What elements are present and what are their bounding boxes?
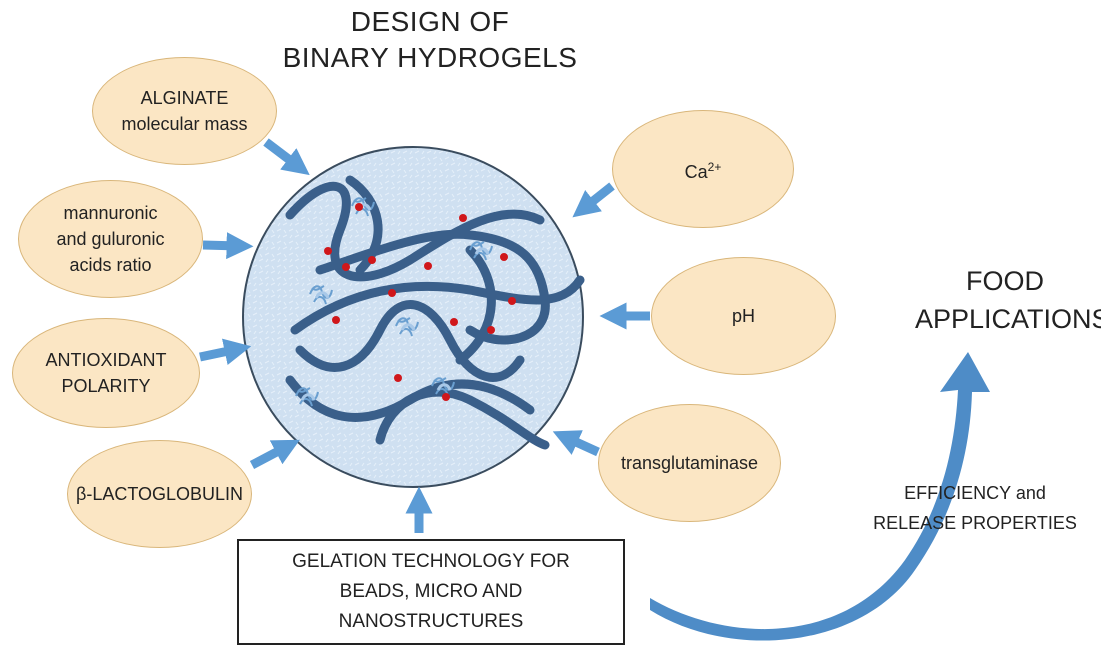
food-applications-label: FOOD APPLICATIONS bbox=[915, 266, 1101, 334]
oval-label: Ca2+ bbox=[684, 159, 722, 182]
polymer-strand bbox=[285, 181, 545, 282]
curved-arrow-icon bbox=[650, 352, 990, 641]
oval-label: acids ratio bbox=[69, 255, 152, 275]
calcium-dots bbox=[324, 203, 516, 401]
diagram-title: DESIGN OF BINARY HYDROGELS bbox=[280, 4, 580, 76]
oval-label: pH bbox=[731, 306, 755, 326]
polymer-strand bbox=[375, 387, 550, 450]
gelation-line: BEADS, MICRO AND bbox=[339, 581, 523, 602]
oval-label: POLARITY bbox=[61, 376, 151, 396]
oval-ph: pH bbox=[651, 257, 836, 375]
calcium-dot-icon bbox=[388, 289, 396, 297]
arrow-icon bbox=[202, 232, 254, 260]
oval-beta-lactoglobulin: β-LACTOGLOBULIN bbox=[67, 440, 252, 548]
calcium-dot-icon bbox=[459, 214, 467, 222]
polymer-strand bbox=[315, 229, 550, 345]
oval-calcium: Ca2+ bbox=[612, 110, 794, 228]
calcium-dot-icon bbox=[500, 253, 508, 261]
gelation-line: NANOSTRUCTURES bbox=[338, 611, 524, 632]
oval-mannuronic-guluronic: mannuronic and guluronic acids ratio bbox=[18, 180, 203, 298]
factor-arrows bbox=[199, 138, 650, 533]
calcium-dot-icon bbox=[332, 316, 340, 324]
oval-antioxidant: ANTIOXIDANT POLARITY bbox=[12, 318, 200, 428]
calcium-dot-icon bbox=[487, 326, 495, 334]
polymer-strand bbox=[295, 300, 525, 382]
gelation-line: GELATION TECHNOLOGY FOR bbox=[292, 551, 570, 572]
arrow-icon bbox=[572, 182, 615, 218]
calcium-dot-icon bbox=[394, 374, 402, 382]
polymer-network bbox=[285, 175, 585, 450]
oval-label: molecular mass bbox=[121, 114, 248, 134]
curved-arrow bbox=[650, 352, 990, 641]
calcium-dot-icon bbox=[342, 263, 350, 271]
oval-label: and guluronic bbox=[56, 229, 165, 249]
arrow-icon bbox=[199, 338, 252, 365]
calcium-dot-icon bbox=[368, 256, 376, 264]
polymer-strand bbox=[290, 275, 585, 335]
calcium-dot-icon bbox=[355, 203, 363, 211]
calcium-dot-icon bbox=[324, 247, 332, 255]
calcium-dot-icon bbox=[442, 393, 450, 401]
oval-transglutaminase: transglutaminase bbox=[598, 404, 781, 522]
oval-label: β-LACTOGLOBULIN bbox=[75, 484, 244, 504]
calcium-dot-icon bbox=[424, 262, 432, 270]
oval-label: ANTIOXIDANT bbox=[45, 350, 167, 370]
calcium-dot-icon bbox=[450, 318, 458, 326]
oval-label: ALGINATE bbox=[140, 88, 229, 108]
gelation-technology-box: GELATION TECHNOLOGY FOR BEADS, MICRO AND… bbox=[237, 539, 625, 645]
calcium-dot-icon bbox=[508, 297, 516, 305]
oval-alginate: ALGINATE molecular mass bbox=[92, 57, 277, 165]
title-line-1: DESIGN OF bbox=[350, 6, 510, 37]
polymer-strand bbox=[455, 245, 496, 365]
oval-label: transglutaminase bbox=[620, 453, 759, 473]
arrow-icon bbox=[249, 439, 300, 469]
title-line-2: BINARY HYDROGELS bbox=[282, 42, 578, 73]
arrow-icon bbox=[263, 138, 310, 176]
oval-label: mannuronic bbox=[63, 203, 158, 223]
arrow-icon bbox=[552, 430, 600, 457]
efficiency-release-label: EFFICIENCY and RELEASE PROPERTIES bbox=[873, 483, 1077, 533]
